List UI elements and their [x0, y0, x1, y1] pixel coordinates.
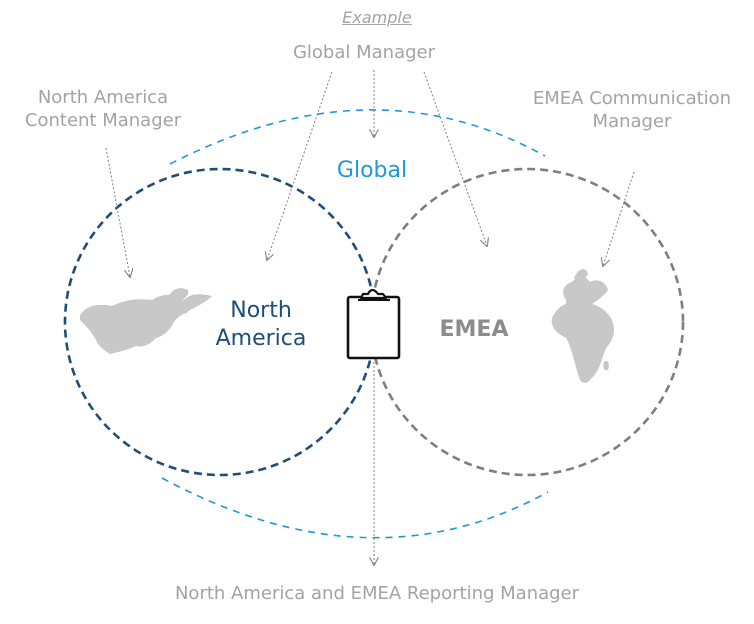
na-content-manager-line-1: North America	[37, 87, 169, 108]
emea-circle	[369, 167, 685, 477]
clipboard-icon	[346, 288, 401, 360]
emea-communication-manager-line-2: Manager	[592, 110, 672, 132]
reporting-manager-label: North America and EMEA Reporting Manager	[174, 583, 580, 604]
arrow-global-to-emea	[423, 71, 487, 246]
emea-communication-manager-label: EMEA Communication Manager	[520, 88, 744, 133]
north-america-line-2: America	[215, 325, 307, 351]
north-america-region-label: North America	[196, 297, 326, 352]
example-heading: Example	[342, 8, 412, 27]
emea-region-label: EMEA	[439, 317, 509, 342]
arrow-emea-comm-manager	[603, 171, 635, 266]
global-arc-top	[169, 109, 546, 165]
global-arc-bottom	[161, 477, 549, 539]
global-manager-label: Global Manager	[292, 42, 436, 63]
na-content-manager-label: North America Content Manager	[12, 87, 194, 132]
north-america-line-1: North	[230, 298, 292, 323]
na-content-manager-line-2: Content Manager	[24, 109, 182, 131]
arrow-global-to-north-america	[267, 71, 333, 260]
arrow-na-content-manager	[105, 147, 130, 277]
europe-africa-map-icon	[551, 269, 614, 383]
north-america-map-icon	[80, 288, 212, 354]
global-region-label: Global	[336, 158, 408, 183]
emea-communication-manager-line-1: EMEA Communication	[532, 88, 732, 109]
